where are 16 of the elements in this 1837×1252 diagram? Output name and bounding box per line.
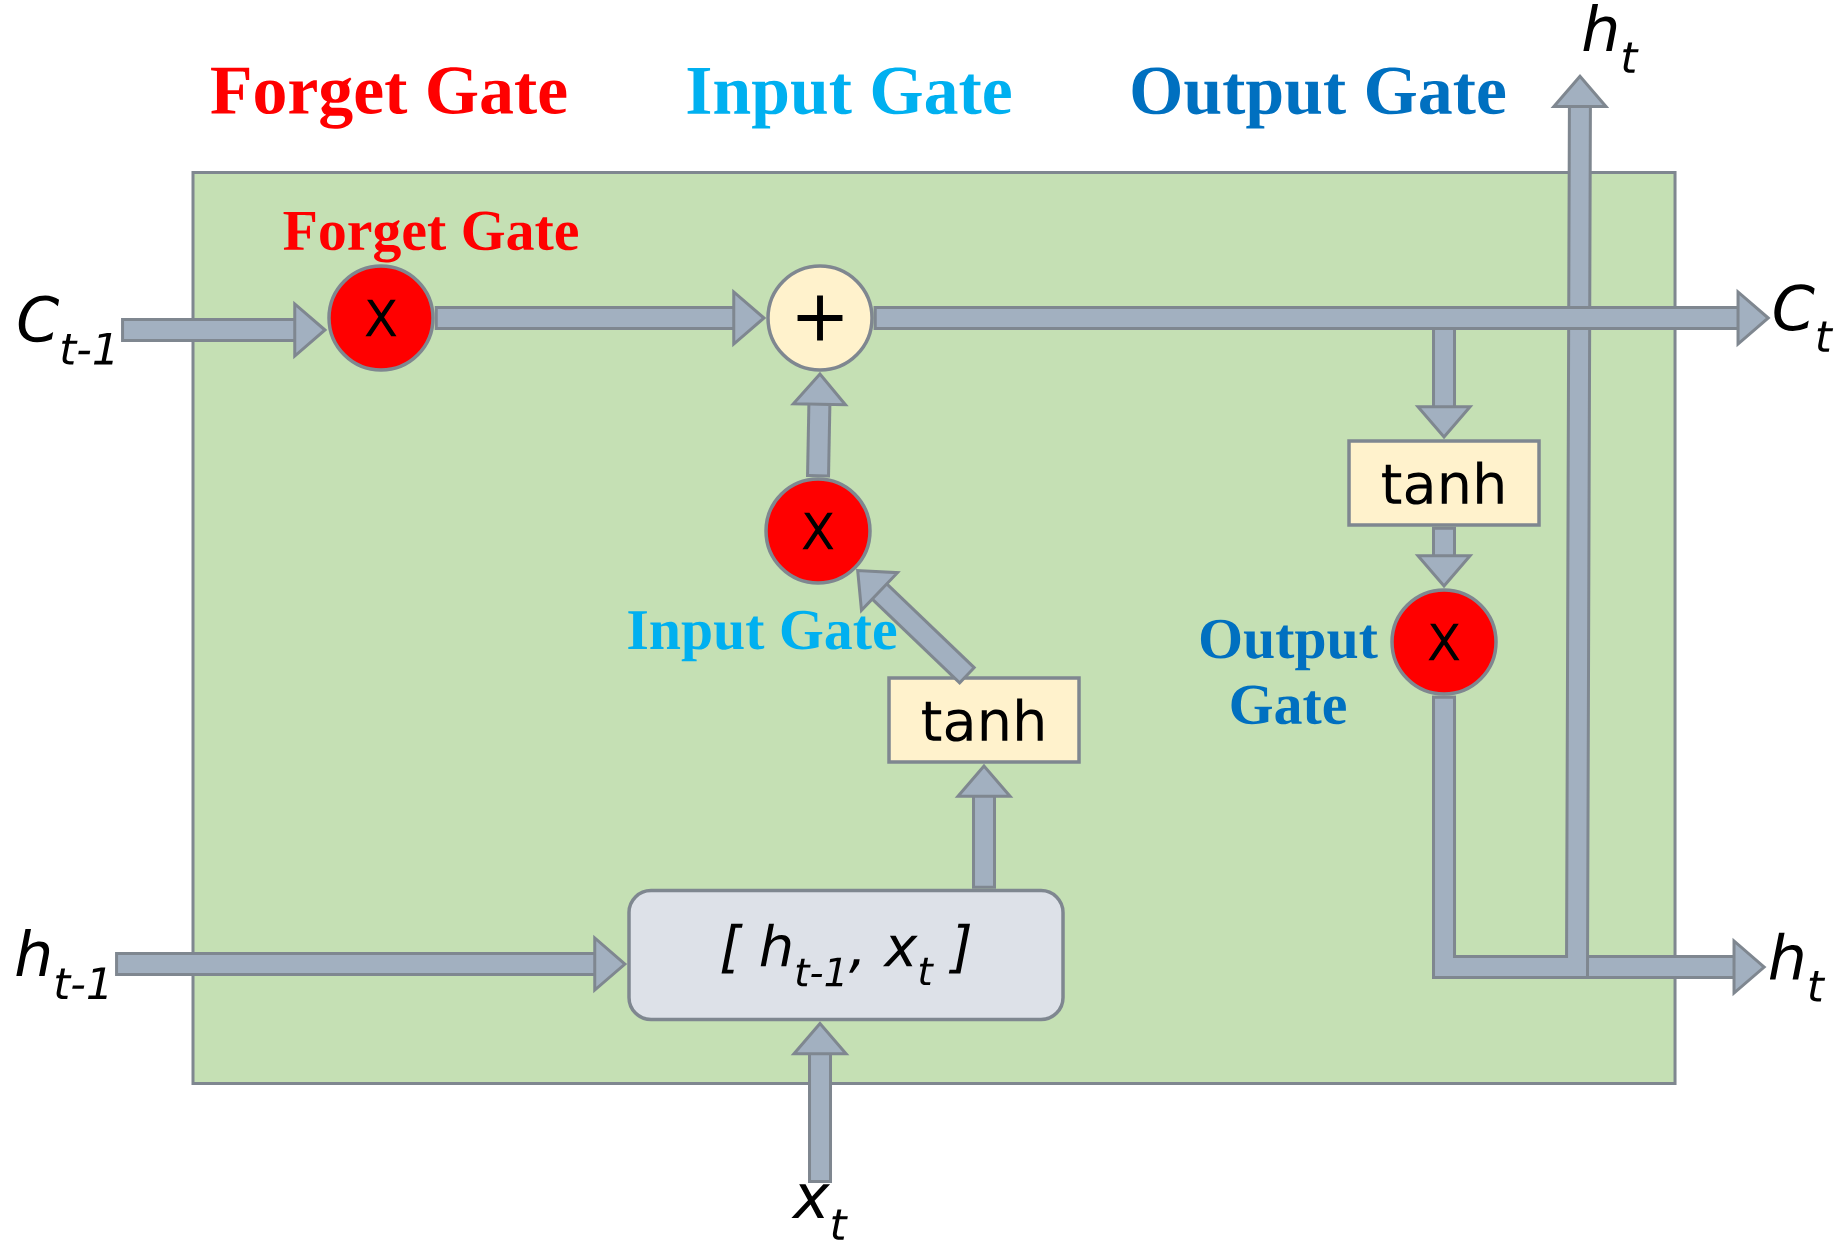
gate-heading: Output Gate [1132,67,1506,129]
tanh-box: tanh [887,676,1081,764]
variable-label: x$_{t}$ [791,1184,848,1240]
concat-box: [ h$_{t-1}$, x$_{t}$ ] [627,888,1065,1022]
gate-label: Input Gate [628,610,897,662]
block-arrow [856,569,977,685]
gate-label: Output Gate [1200,619,1378,725]
variable-label: h$_{t}$ [1769,932,1826,1002]
variable-label: C$_{t}$ [1774,284,1834,352]
gate-heading: Input Gate [687,67,1011,129]
variable-label: h$_{t-1}$ [16,929,107,999]
variable-label: h$_{t}$ [1583,4,1639,73]
gate-heading: Forget Gate [211,67,567,129]
tanh-box: tanh [1347,439,1541,527]
gate-label: Forget Gate [283,211,578,263]
variable-label: C$_{t-1}$ [18,295,113,365]
